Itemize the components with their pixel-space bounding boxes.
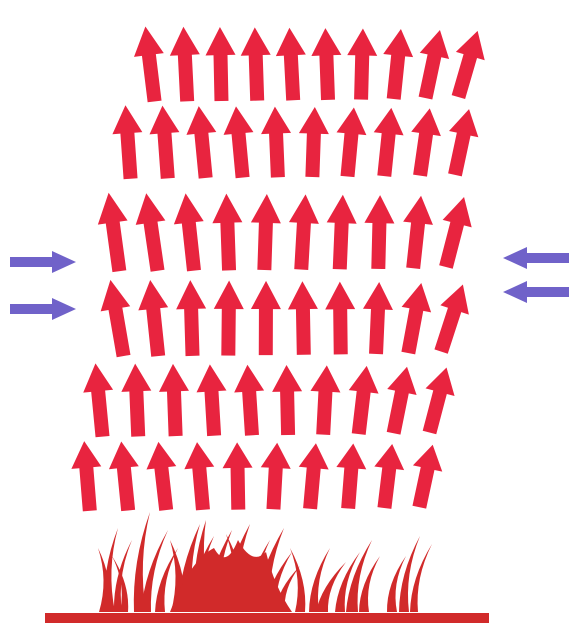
ground-line (45, 613, 489, 623)
